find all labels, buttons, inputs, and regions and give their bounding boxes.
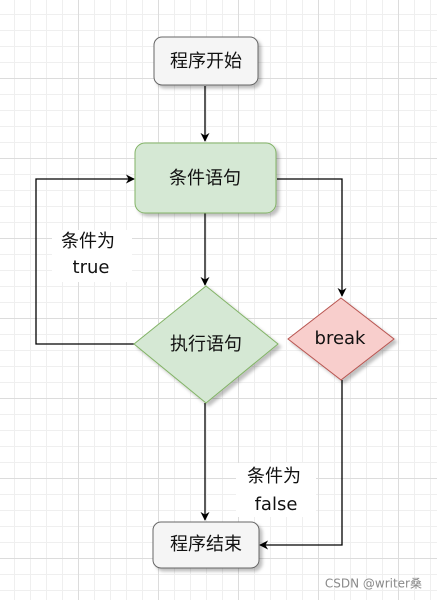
node-condition-label: 条件语句 xyxy=(169,168,241,189)
node-end-label: 程序结束 xyxy=(170,534,242,555)
edge-label-false-line2: false xyxy=(255,494,298,515)
edge-label-false: 条件为 false xyxy=(236,463,316,517)
node-end-shape xyxy=(152,521,260,569)
edge-condition-to-break xyxy=(277,178,347,297)
edge-label-false-line1: 条件为 xyxy=(247,466,301,487)
edge-execute-loop-to-condition xyxy=(35,174,135,345)
edge-label-true-line1: 条件为 xyxy=(61,231,115,252)
edge-label-true-line2: true xyxy=(73,257,110,278)
edge-break-to-end xyxy=(259,380,343,550)
node-execute-shape xyxy=(133,285,279,404)
node-execute[interactable] xyxy=(133,285,279,404)
edge-label-true: 条件为 true xyxy=(52,230,132,282)
node-condition[interactable] xyxy=(134,142,277,214)
watermark: CSDN @writer桑 xyxy=(325,577,422,591)
node-break[interactable] xyxy=(287,297,395,381)
node-start-label: 程序开始 xyxy=(170,51,242,72)
node-break-shape xyxy=(287,297,395,381)
node-break-label: break xyxy=(315,328,367,349)
node-start-shape xyxy=(153,36,259,86)
node-execute-label: 执行语句 xyxy=(170,334,242,355)
edges xyxy=(35,86,347,550)
node-condition-shape xyxy=(134,142,277,214)
node-end[interactable] xyxy=(152,521,260,569)
node-start[interactable] xyxy=(153,36,259,86)
